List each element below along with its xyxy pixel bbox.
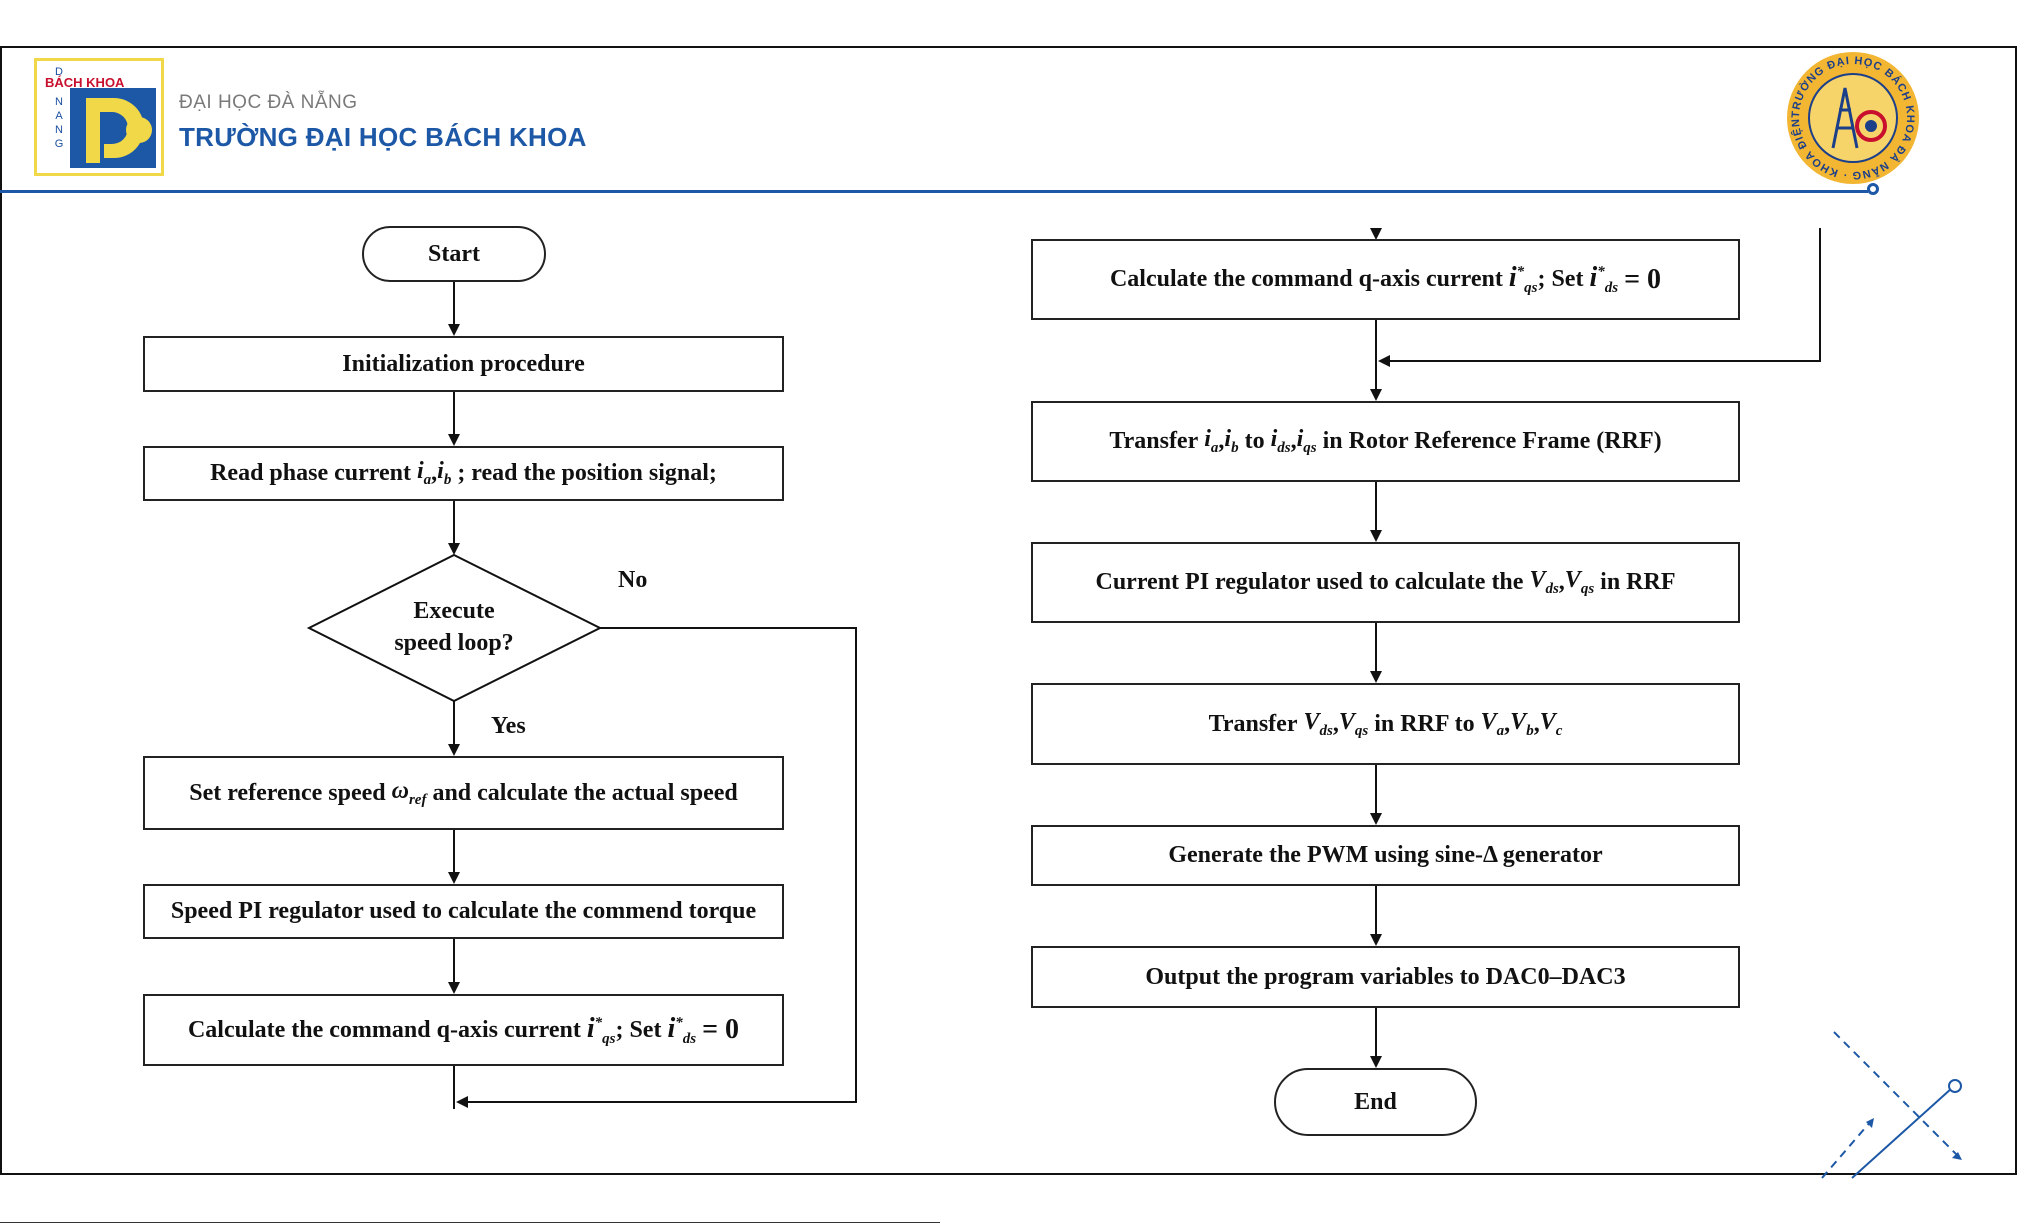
corner-decoration-icon <box>1821 1031 1963 1179</box>
header-rule <box>0 190 1868 193</box>
slide-frame <box>0 46 2017 1175</box>
logo-brand-text: BÁCH KHOA <box>45 75 125 90</box>
output-dac-box: Output the program variables to DAC0–DAC… <box>1031 946 1740 1008</box>
no-branch-label: No <box>618 567 648 593</box>
footer-rule <box>0 1222 940 1223</box>
read-current-box: Read phase current ia, ib ; read the pos… <box>143 446 784 501</box>
slide-right-edge <box>2015 46 2017 1175</box>
faculty-seal-icon: TRƯỜNG ĐẠI HỌC BÁCH KHOA ĐÀ NẴNG · KHOA … <box>1783 48 1919 184</box>
set-reference-speed-box: Set reference speed ωref and calculate t… <box>143 756 784 830</box>
end-terminal: End <box>1274 1068 1477 1136</box>
logo-side-letters: D N A N G <box>54 66 64 150</box>
initialization-box: Initialization procedure <box>143 336 784 392</box>
school-name: TRƯỜNG ĐẠI HỌC BÁCH KHOA <box>179 122 587 152</box>
start-terminal: Start <box>362 226 546 282</box>
decision-diamond <box>306 553 603 703</box>
university-name: ĐẠI HỌC ĐÀ NẴNG <box>179 92 358 113</box>
calc-command-current-box: Calculate the command q-axis current i*q… <box>143 994 784 1066</box>
yes-branch-label: Yes <box>491 713 526 739</box>
speed-pi-box: Speed PI regulator used to calculate the… <box>143 884 784 939</box>
transfer-to-rrf-box: Transfer ia, ib to ids, iqs in Rotor Ref… <box>1031 401 1740 482</box>
logo-mark-icon <box>70 88 156 168</box>
header-rule-endpoint <box>1867 183 1879 195</box>
university-logo: BÁCH KHOA D N A N G <box>34 58 164 176</box>
transfer-to-abc-box: Transfer Vds, Vqs in RRF to Va, Vb, Vc <box>1031 683 1740 765</box>
current-pi-box: Current PI regulator used to calculate t… <box>1031 542 1740 623</box>
decision-label: Execute speed loop? <box>394 598 514 656</box>
slide-left-edge <box>0 46 2 1175</box>
calc-command-current-box-right: Calculate the command q-axis current i*q… <box>1031 239 1740 320</box>
pwm-generator-box: Generate the PWM using sine-Δ generator <box>1031 825 1740 886</box>
